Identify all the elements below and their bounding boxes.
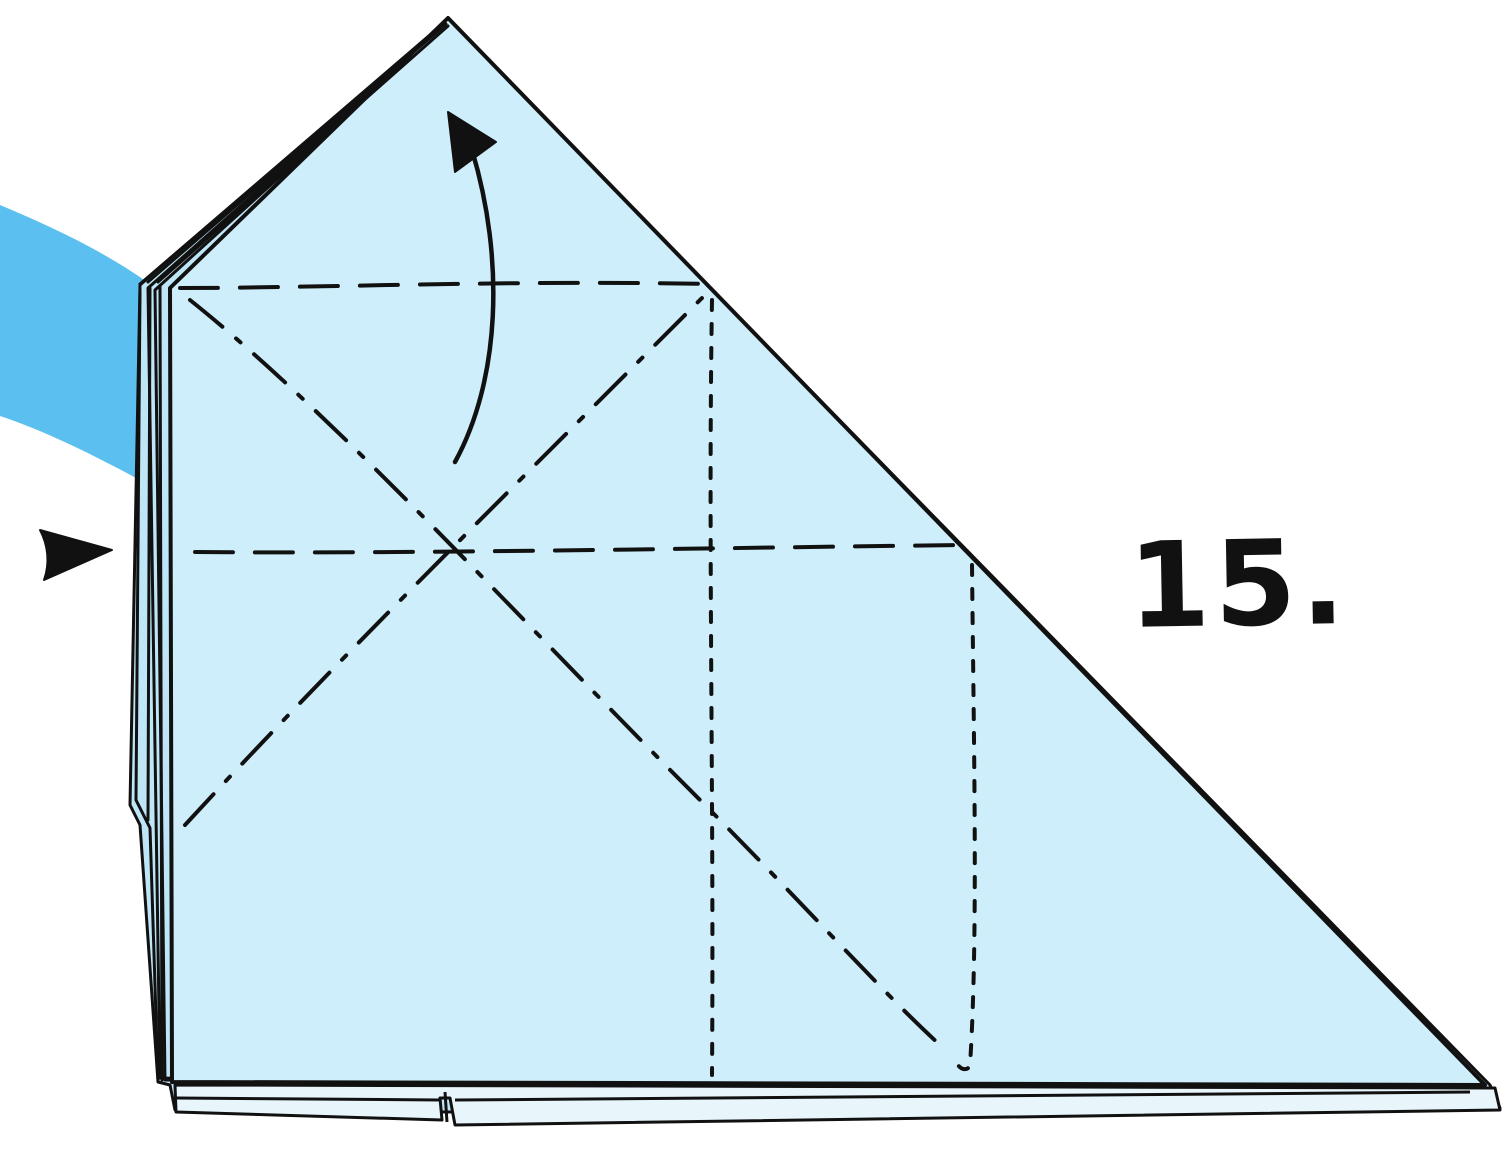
valley-fold-lines <box>178 280 967 555</box>
background-swoosh <box>0 205 150 480</box>
valley-fold-middle <box>193 543 967 555</box>
mountain-fold-diagonal-up <box>183 290 710 827</box>
mountain-fold-diagonal-down <box>188 298 942 1047</box>
bottom-flap-strips <box>173 1083 1502 1127</box>
left-edge-layers <box>134 20 450 1082</box>
crease-vertical-right <box>954 563 977 1072</box>
valley-fold-upper <box>178 280 712 290</box>
existing-crease-lines <box>708 298 977 1077</box>
right-pointer-triangle-icon <box>39 529 113 581</box>
step-number-label: 15. <box>1126 513 1351 655</box>
crease-vertical-left <box>708 298 715 1077</box>
mountain-fold-lines <box>183 290 942 1047</box>
curved-arrow-up-icon <box>447 111 497 465</box>
